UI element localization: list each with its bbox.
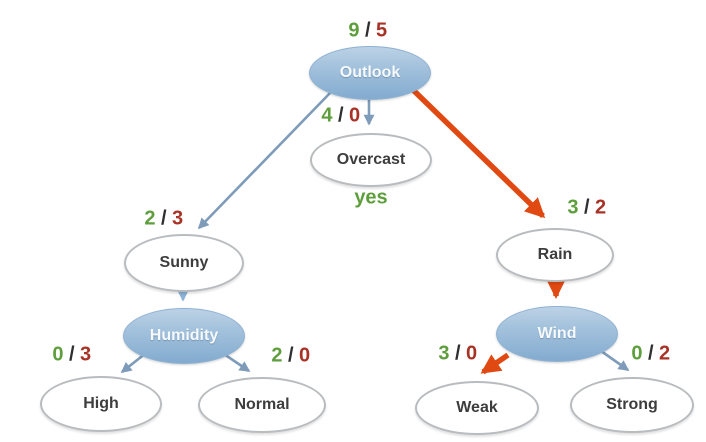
count-label-weak: 3/0 — [438, 343, 477, 366]
count-root-separator: / — [364, 19, 372, 42]
node-high-label: High — [83, 395, 119, 412]
node-high: High — [40, 376, 162, 432]
node-normal: Normal — [198, 377, 326, 433]
node-strong: Strong — [570, 377, 694, 433]
node-overcast-label: Overcast — [336, 151, 406, 168]
count-normal-no: 0 — [299, 344, 311, 367]
count-high-separator: / — [68, 343, 76, 366]
count-strong-no: 2 — [659, 342, 671, 365]
node-outlook-label: Outlook — [339, 64, 401, 81]
edge-wind-strong — [600, 349, 630, 372]
count-label-root: 9/5 — [348, 20, 387, 43]
count-weak-separator: / — [454, 342, 462, 365]
count-normal-separator: / — [287, 344, 295, 367]
node-wind: Wind — [496, 306, 618, 362]
count-label-normal: 2/0 — [271, 345, 310, 368]
count-rain-no: 2 — [595, 196, 607, 219]
node-sunny-label: Sunny — [159, 254, 209, 271]
node-weak-label: Weak — [456, 399, 498, 416]
edge-wind-weak — [480, 352, 510, 375]
node-rain: Rain — [496, 228, 614, 282]
count-label-overcast: 4/0 — [321, 105, 360, 128]
count-sunny-no: 3 — [172, 207, 184, 230]
node-overcast: Overcast — [310, 133, 432, 187]
count-root-yes: 9 — [348, 19, 360, 42]
count-label-rain: 3/2 — [567, 197, 606, 220]
node-sunny: Sunny — [124, 234, 244, 292]
node-weak: Weak — [415, 381, 539, 435]
edge-outlook-rain — [407, 84, 546, 219]
count-overcast-separator: / — [337, 104, 345, 127]
node-wind-label: Wind — [537, 325, 577, 342]
count-weak-no: 0 — [466, 342, 478, 365]
overcast-result-annotation: yes — [354, 186, 388, 209]
count-label-sunny: 2/3 — [144, 208, 183, 231]
count-root-no: 5 — [376, 19, 388, 42]
count-overcast-yes: 4 — [321, 104, 333, 127]
count-strong-yes: 0 — [631, 342, 643, 365]
count-label-high: 0/3 — [52, 344, 91, 367]
count-rain-yes: 3 — [567, 196, 579, 219]
node-outlook: Outlook — [309, 46, 431, 100]
count-high-yes: 0 — [52, 343, 64, 366]
count-strong-separator: / — [647, 342, 655, 365]
count-sunny-yes: 2 — [144, 207, 156, 230]
node-normal-label: Normal — [234, 396, 290, 413]
node-humidity: Humidity — [123, 308, 245, 364]
count-rain-separator: / — [583, 196, 591, 219]
node-rain-label: Rain — [537, 246, 573, 263]
count-label-strong: 0/2 — [631, 343, 670, 366]
edge-outlook-sunny — [197, 91, 332, 230]
count-weak-yes: 3 — [438, 342, 450, 365]
node-strong-label: Strong — [606, 396, 658, 413]
node-humidity-label: Humidity — [149, 327, 219, 344]
count-high-no: 3 — [80, 343, 92, 366]
count-sunny-separator: / — [160, 207, 168, 230]
count-overcast-no: 0 — [349, 104, 361, 127]
count-normal-yes: 2 — [271, 344, 283, 367]
